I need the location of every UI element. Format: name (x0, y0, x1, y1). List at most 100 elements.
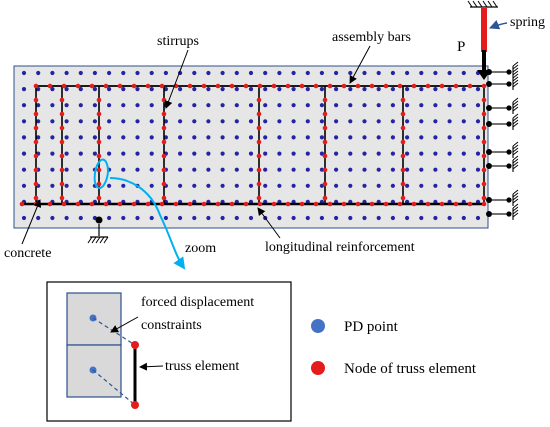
support-hatch (512, 116, 519, 122)
pd-point (121, 135, 126, 140)
pd-point (362, 135, 367, 140)
pd-point (248, 215, 254, 221)
support-hatch (512, 192, 519, 198)
pd-point (291, 183, 296, 188)
pd-point (192, 70, 197, 76)
pd-point (107, 70, 112, 76)
pd-point (178, 151, 183, 156)
pd-point (319, 87, 324, 92)
truss-node (145, 201, 151, 207)
truss-node (400, 195, 406, 201)
label-load-P: P (457, 39, 465, 55)
truss-node (285, 83, 291, 89)
truss-node (299, 201, 305, 207)
truss-node (96, 139, 102, 145)
pd-point (390, 151, 395, 156)
pd-point (192, 215, 197, 221)
support-pin (506, 197, 512, 203)
pd-point (206, 183, 211, 188)
truss-node (481, 139, 487, 145)
pd-point (461, 183, 466, 188)
pd-point (405, 183, 410, 188)
pd-point (334, 119, 339, 124)
pd-point (50, 215, 55, 221)
truss-node (400, 125, 406, 131)
pd-point (305, 135, 310, 140)
truss-node (481, 125, 487, 131)
pd-point (192, 103, 197, 108)
pd-point (121, 119, 126, 124)
pd-point (277, 135, 282, 140)
pd-point (362, 215, 367, 221)
pd-point (78, 135, 83, 140)
leader-assembly-bars (349, 45, 371, 84)
truss-node (59, 125, 65, 131)
pd-point (206, 119, 211, 124)
pd-point (334, 151, 339, 156)
pd-point (163, 119, 168, 124)
pd-point (248, 183, 254, 188)
pd-point (447, 183, 452, 188)
zoom-detail: forced displacement constraints truss el… (46, 281, 292, 422)
pd-point (135, 167, 140, 172)
pd-point (461, 151, 466, 156)
truss-node (33, 97, 39, 103)
pd-point (475, 151, 481, 156)
pd-point (36, 215, 41, 221)
truss-node (161, 125, 167, 131)
truss-node (96, 97, 102, 103)
pd-point (291, 151, 296, 156)
pd-point (263, 167, 268, 172)
pd-point (348, 87, 353, 92)
truss-node (439, 201, 445, 207)
pd-point (291, 70, 296, 76)
truss-node (75, 83, 81, 89)
truss-node (33, 153, 39, 159)
pd-point (433, 135, 438, 140)
pd-point (419, 183, 424, 188)
truss-node (33, 195, 39, 201)
truss-node (47, 201, 53, 207)
pd-point (433, 70, 438, 76)
pd-point (234, 70, 239, 76)
pd-point (50, 167, 55, 172)
pd-point (319, 103, 324, 108)
pd-point (149, 183, 154, 188)
truss-node (145, 83, 151, 89)
support-hatch (512, 158, 519, 164)
truss-node (256, 125, 262, 131)
legend-truss-node-icon (311, 361, 325, 375)
pd-point (248, 87, 254, 92)
pd-point (64, 151, 69, 156)
support-pin (506, 121, 512, 127)
pd-point (107, 87, 112, 92)
truss-node (256, 97, 262, 103)
pd-point (149, 167, 154, 172)
truss-node (400, 97, 406, 103)
truss-node (256, 139, 262, 145)
pd-point (220, 183, 225, 188)
pd-point (206, 215, 211, 221)
pd-point (50, 135, 55, 140)
pd-point (376, 151, 381, 156)
pd-point (36, 87, 41, 92)
pd-point (234, 135, 239, 140)
pd-point (21, 87, 27, 92)
support-node (486, 105, 492, 111)
legend-truss-node-label: Node of truss element (344, 361, 477, 377)
pd-point (135, 215, 140, 221)
truss-node (256, 195, 262, 201)
pd-point (178, 87, 183, 92)
legend-pd-point-icon (311, 319, 325, 333)
pd-point (135, 135, 140, 140)
pd-point (36, 103, 41, 108)
pd-point (405, 167, 410, 172)
support-pin (506, 149, 512, 155)
truss-node (383, 201, 389, 207)
truss-node (59, 167, 65, 173)
truss-node (322, 139, 328, 145)
pd-point (21, 119, 27, 124)
pd-point (206, 151, 211, 156)
spring-leader-arrow (489, 20, 508, 30)
truss-node (400, 153, 406, 159)
